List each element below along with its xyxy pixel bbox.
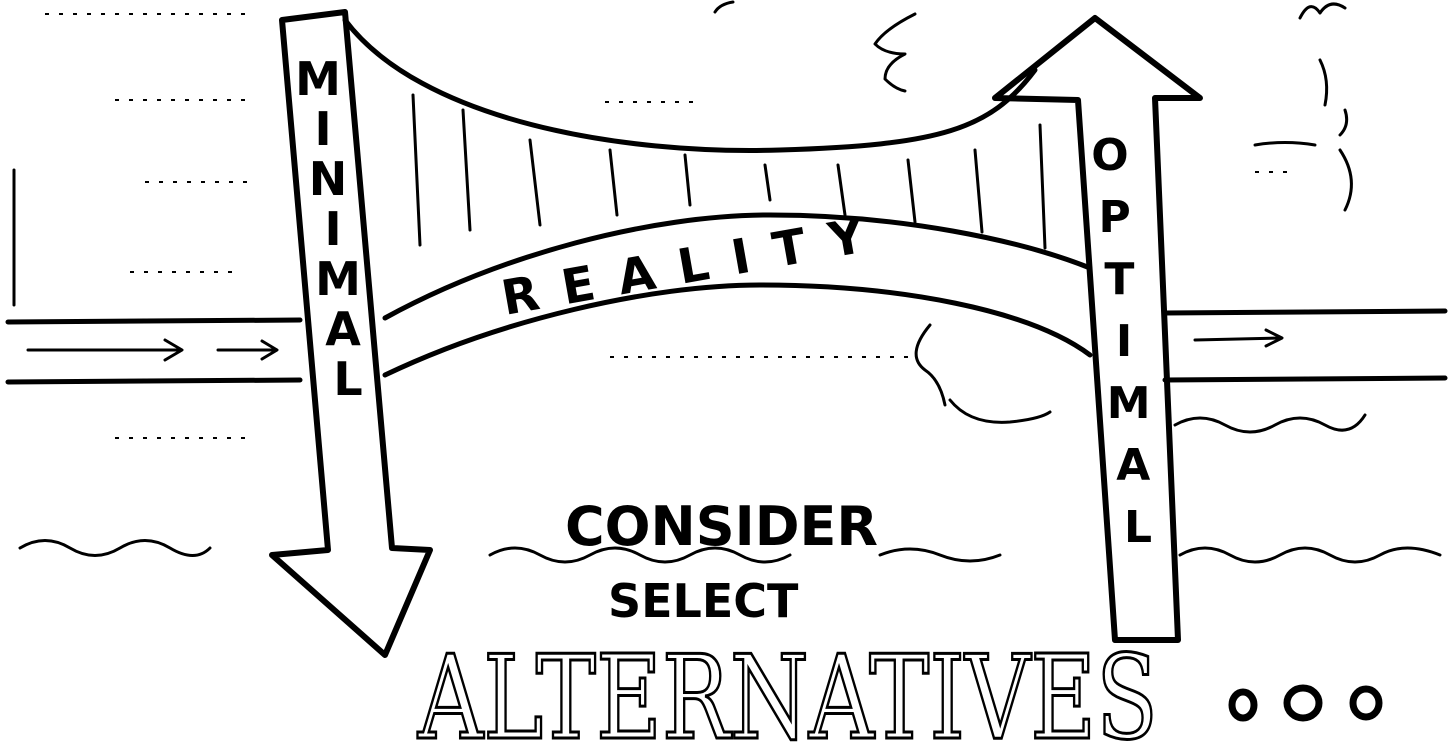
minimal-letter: I (314, 102, 331, 156)
optimal-letter: M (1107, 378, 1151, 429)
minimal-letter: L (333, 352, 362, 406)
optimal-arrow (995, 18, 1200, 640)
sky-squiggles (715, 2, 1351, 210)
optimal-letter: P (1099, 192, 1131, 243)
select-text: SELECT (608, 574, 799, 628)
minimal-letter: I (324, 202, 341, 256)
optimal-letter: L (1124, 502, 1152, 553)
optimal-letter: A (1116, 440, 1150, 491)
bridge-label: REALITY (497, 204, 892, 327)
optimal-letter: I (1116, 316, 1132, 367)
minimal-letter: A (325, 302, 361, 356)
ellipsis-dots (1232, 688, 1379, 718)
minimal-letter: N (309, 152, 348, 206)
suspension-cable (345, 20, 1035, 150)
alternatives-text: ALTERNATIVES (417, 631, 1158, 747)
minimal-letter: M (295, 52, 341, 106)
consider-text: CONSIDER (565, 495, 878, 558)
optimal-letter: T (1104, 254, 1134, 305)
optimal-letter: O (1091, 130, 1128, 181)
minimal-letter: M (315, 252, 361, 306)
